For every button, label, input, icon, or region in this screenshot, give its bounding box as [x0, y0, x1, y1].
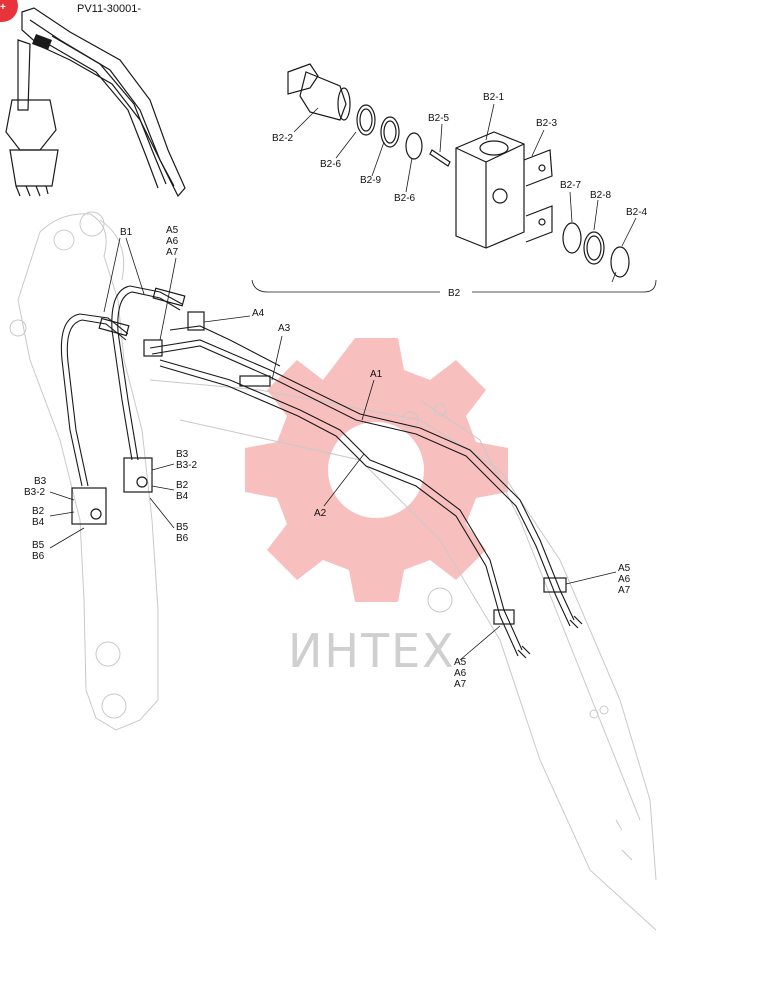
label-a6-top: A6: [166, 236, 179, 247]
label-b2-3: B2-3: [536, 118, 558, 129]
label-b5-mid: B5: [176, 522, 189, 533]
label-a7-top: A7: [166, 247, 179, 258]
diagram-code: PV11-30001-: [77, 3, 141, 15]
label-b4-mid: B4: [176, 491, 189, 502]
label-b2-left: B2: [32, 506, 45, 517]
label-b2-mid: B2: [176, 480, 189, 491]
label-a5-right: A5: [618, 563, 631, 574]
label-b2-6a: B2-6: [320, 159, 342, 170]
label-a5-bot: A5: [454, 657, 467, 668]
label-b4-left: B4: [32, 517, 45, 528]
label-a1: A1: [370, 369, 383, 380]
label-a3: A3: [278, 323, 291, 334]
label-b6-mid: B6: [176, 533, 189, 544]
label-b6-left: B6: [32, 551, 45, 562]
label-a7-bot: A7: [454, 679, 467, 690]
svg-text:+: +: [0, 2, 6, 13]
label-b3-2-mid: B3-2: [176, 460, 198, 471]
label-b5-left: B5: [32, 540, 45, 551]
label-b2-9: B2-9: [360, 175, 382, 186]
label-a2: A2: [314, 508, 327, 519]
thumbnail-excavator: [5, 7, 186, 198]
corner-badge-icon: [0, 0, 18, 22]
label-b2-5: B2-5: [428, 113, 450, 124]
leader-lines: [49, 103, 637, 661]
label-b2-2: B2-2: [272, 133, 294, 144]
pipe-lines: [60, 285, 583, 659]
label-group-b2: B2: [448, 288, 461, 299]
label-b2-6b: B2-6: [394, 193, 416, 204]
label-a5-top: A5: [166, 225, 179, 236]
label-a6-right: A6: [618, 574, 631, 585]
label-b3-2-left: B3-2: [24, 487, 46, 498]
label-a7-right: A7: [618, 585, 631, 596]
watermark-text: ИНТЕХ: [288, 624, 456, 678]
label-a6-bot: A6: [454, 668, 467, 679]
label-b2-1: B2-1: [483, 92, 505, 103]
label-a4: A4: [252, 308, 265, 319]
label-b2-7: B2-7: [560, 180, 582, 191]
label-b2-4: B2-4: [626, 207, 648, 218]
detail-b2-assembly: [251, 63, 657, 293]
label-b3-mid: B3: [176, 449, 189, 460]
label-b3-left: B3: [34, 476, 47, 487]
label-b1: B1: [120, 227, 133, 238]
label-b2-8: B2-8: [590, 190, 612, 201]
